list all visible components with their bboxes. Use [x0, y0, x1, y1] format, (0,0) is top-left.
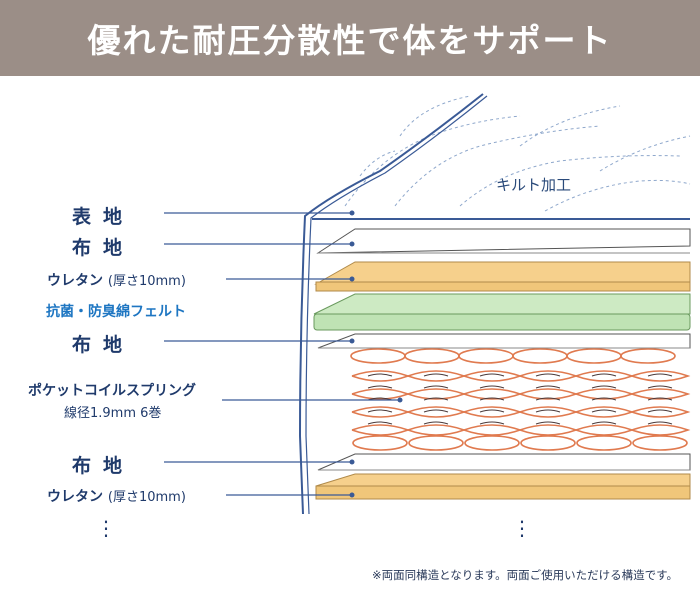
cloth-layer-3 [317, 453, 691, 471]
mattress-illustration [164, 93, 691, 515]
leader-dots [349, 210, 403, 498]
coil-column [351, 370, 691, 436]
mattress-edge-line [298, 93, 484, 515]
coil-inner-springs [367, 373, 673, 425]
label-felt: 抗菌・防臭綿フェルト [46, 304, 186, 320]
label-urethane-1-name: ウレタン [47, 273, 103, 289]
coil-row-bottom [352, 435, 688, 451]
label-urethane-2: ウレタン (厚さ10mm) [47, 486, 186, 506]
quilt-pattern [344, 95, 691, 212]
label-urethane-1: ウレタン (厚さ10mm) [47, 270, 186, 290]
label-surface: 表地 [72, 206, 135, 228]
mattress-diagram: キルト加工 表地 布地 ウレタン (厚さ10mm) 抗菌・防臭綿フェルト 布地 … [0, 76, 700, 599]
label-urethane-2-name: ウレタン [47, 489, 103, 505]
mattress-edge-line-inner [305, 95, 488, 515]
quilt-label: キルト加工 [496, 176, 572, 194]
label-urethane-1-note: (厚さ10mm) [107, 274, 186, 289]
leader-lines [164, 212, 398, 496]
banner-title: 優れた耐圧分散性で体をサポート [87, 21, 613, 60]
pocket-coil-springs [350, 348, 691, 451]
continuation-dots-right: ⋮ [512, 516, 532, 540]
continuation-dots-left: ⋮ [96, 516, 116, 540]
label-cloth-1: 布地 [72, 237, 135, 259]
cloth-layer-1 [316, 228, 691, 254]
urethane-layer-1 [314, 261, 691, 292]
label-spring-spec: 線径1.9mm 6巻 [64, 406, 162, 421]
label-spring-title: ポケットコイルスプリング [28, 383, 196, 399]
felt-layer [313, 293, 691, 331]
cloth-layer-2 [317, 333, 691, 349]
urethane-layer-2 [315, 473, 691, 500]
coil-row-top [350, 348, 676, 364]
title-banner: 優れた耐圧分散性で体をサポート [0, 0, 700, 76]
label-cloth-3: 布地 [72, 455, 135, 477]
label-urethane-2-note: (厚さ10mm) [107, 490, 186, 505]
footnote: ※両面同構造となります。両面ご使用いただける構造です。 [372, 568, 678, 582]
label-cloth-2: 布地 [72, 334, 135, 356]
